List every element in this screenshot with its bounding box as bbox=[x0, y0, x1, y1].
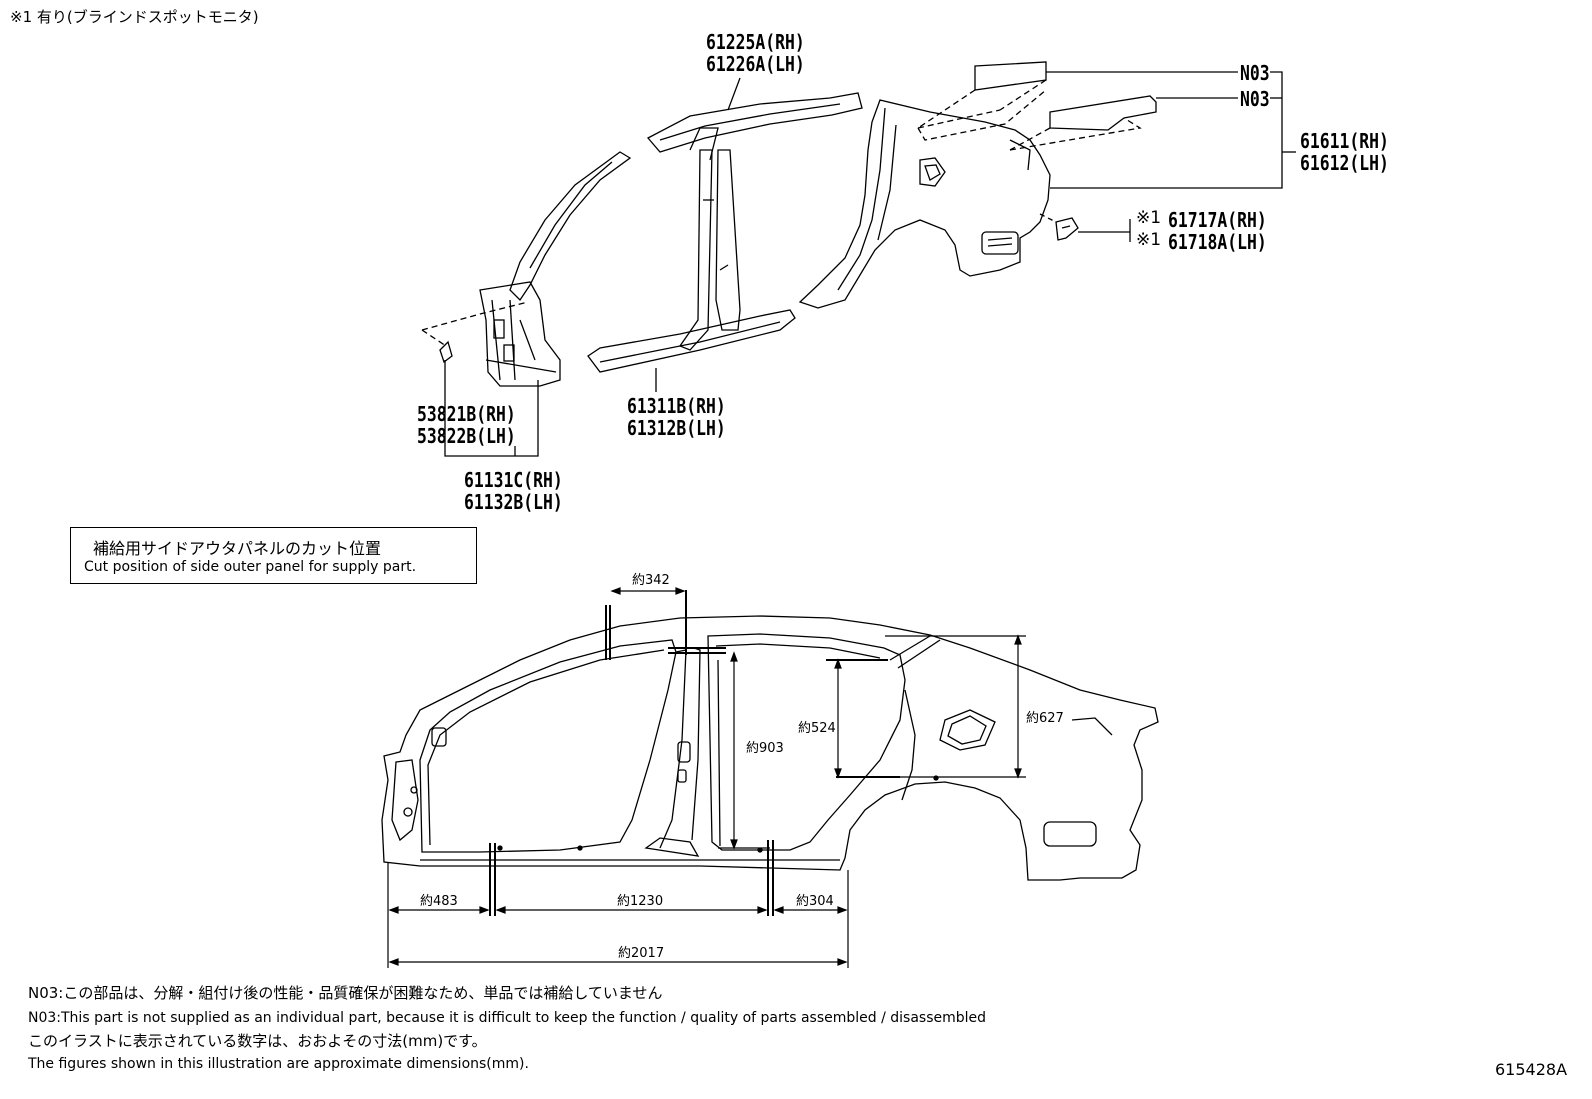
dim-2017: 約2017 bbox=[618, 946, 665, 961]
dimension-lines bbox=[387, 587, 1022, 968]
clip-part bbox=[421, 301, 529, 364]
callout-quarter-panel-lh: 61612(LH) bbox=[1300, 151, 1389, 175]
dim-304: 約304 bbox=[796, 894, 834, 909]
callout-n03-top: N03 bbox=[1240, 61, 1270, 85]
callout-quarter-panel-rh: 61611(RH) bbox=[1300, 129, 1389, 153]
bracket-part bbox=[1039, 213, 1079, 241]
n03-note-en: N03:This part is not supplied as an indi… bbox=[28, 1010, 987, 1026]
cut-position-box: 補給用サイドアウタパネルのカット位置 Cut position of side … bbox=[70, 527, 477, 584]
figure-id: 615428A bbox=[1495, 1060, 1568, 1079]
dim-627: 約627 bbox=[1026, 711, 1064, 726]
callout-n03-second: N03 bbox=[1240, 87, 1270, 111]
cut-markers bbox=[489, 590, 1026, 916]
dim-483: 約483 bbox=[420, 894, 458, 909]
rocker-panel-part bbox=[587, 309, 796, 373]
callout-bracket-rh: 61717A(RH) bbox=[1168, 208, 1267, 232]
callout-front-pillar-rh: 61131C(RH) bbox=[464, 468, 563, 492]
dim-1230: 約1230 bbox=[617, 894, 664, 909]
callout-bracket-lh: 61718A(LH) bbox=[1168, 230, 1267, 254]
n03-note-jp: N03:この部品は、分解・組付け後の性能・品質確保が困難なため、単品では補給して… bbox=[28, 984, 663, 1002]
callout-roof-side-rail-lh: 61226A(LH) bbox=[706, 52, 805, 76]
callout-roof-side-rail-rh: 61225A(RH) bbox=[706, 30, 805, 54]
callout-bracket-marker-rh: ※1 bbox=[1136, 208, 1162, 228]
callout-clip-rh: 53821B(RH) bbox=[417, 402, 516, 426]
front-pillar-part bbox=[479, 151, 632, 387]
n03-pieces bbox=[917, 61, 1157, 151]
callout-rocker-panel-rh: 61311B(RH) bbox=[627, 394, 726, 418]
dimensions-note-jp: このイラストに表示されている数字は、おおよその寸法(mm)です。 bbox=[28, 1032, 487, 1050]
callout-front-pillar-lh: 61132B(LH) bbox=[464, 490, 563, 514]
dimensions-note-en: The figures shown in this illustration a… bbox=[28, 1056, 529, 1072]
roof-side-rail-part bbox=[646, 92, 863, 161]
cut-position-title-en: Cut position of side outer panel for sup… bbox=[84, 559, 417, 575]
leader-lines bbox=[444, 71, 1296, 457]
center-pillar-part bbox=[679, 149, 741, 351]
dim-524: 約524 bbox=[798, 721, 836, 736]
blind-spot-monitor-note: ※1 有り(ブラインドスポットモニタ) bbox=[10, 8, 259, 26]
callout-rocker-panel-lh: 61312B(LH) bbox=[627, 416, 726, 440]
callout-clip-lh: 53822B(LH) bbox=[417, 424, 516, 448]
dim-342: 約342 bbox=[632, 573, 670, 588]
quarter-panel-part bbox=[798, 99, 1051, 309]
dim-903: 約903 bbox=[746, 741, 784, 756]
callout-bracket-marker-lh: ※1 bbox=[1136, 230, 1162, 250]
cut-position-title-jp: 補給用サイドアウタパネルのカット位置 bbox=[93, 539, 382, 558]
